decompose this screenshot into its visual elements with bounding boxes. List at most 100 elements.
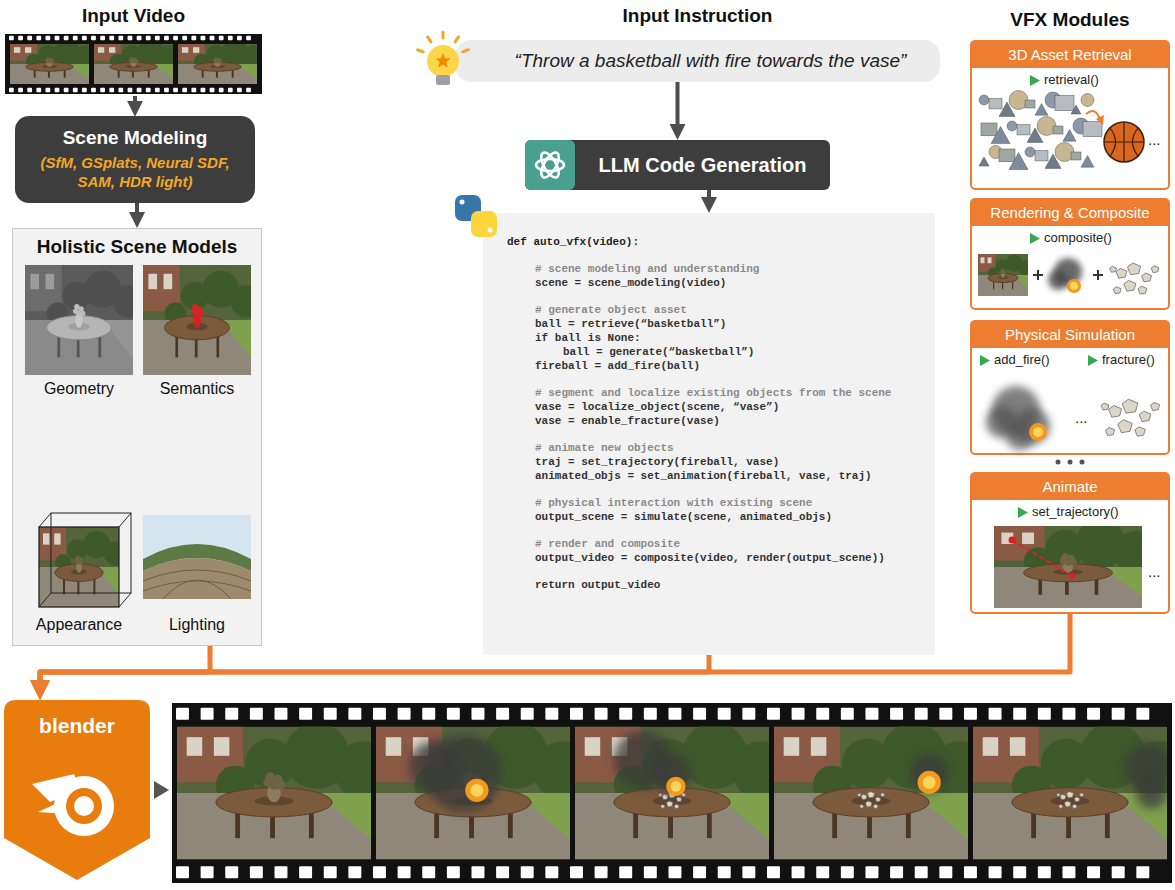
asset-thumb (979, 157, 989, 166)
asset-thumb (1009, 91, 1028, 110)
smoke (1048, 270, 1068, 290)
scene-frame (978, 254, 1028, 296)
illustration-shape (98, 47, 104, 53)
sprocket-hole (55, 36, 60, 40)
illustration-shape (74, 45, 89, 69)
sprocket-hole (939, 866, 952, 878)
debris-piece (860, 805, 864, 809)
module-box: Animateset_trajectory()... (970, 472, 1170, 614)
debris-piece (1118, 420, 1132, 433)
panorama-band (143, 570, 251, 581)
sprocket-hole (447, 866, 460, 878)
sprocket-hole (118, 36, 123, 40)
illustration-shape (666, 777, 685, 796)
illustration-shape (26, 62, 73, 71)
illustration-shape (1006, 255, 1023, 272)
illustration-shape (64, 67, 66, 77)
smoke (986, 406, 1018, 438)
sprocket-hole (841, 708, 854, 720)
debris-piece (1109, 406, 1122, 418)
illustration-shape (216, 67, 218, 77)
smoke (1054, 258, 1082, 286)
illustration-shape (47, 316, 112, 340)
illustration-shape (1004, 271, 1007, 274)
asset-thumb (1025, 100, 1035, 108)
illustration-shape (196, 306, 201, 311)
illustration-shape (164, 274, 173, 289)
illustration-shape (25, 265, 133, 375)
illustration-shape (10, 64, 89, 84)
sprocket-hole (219, 36, 224, 40)
debris-piece (1127, 263, 1140, 275)
illustration-shape (50, 60, 54, 64)
illustration-shape (103, 320, 133, 359)
sprocket-hole (496, 708, 509, 720)
continuation-dot (1068, 460, 1073, 465)
sprocket-hole (137, 88, 142, 92)
debris-piece (1150, 403, 1159, 411)
illustration-shape (191, 309, 196, 314)
illustration-shape (134, 60, 138, 64)
illustration-shape (143, 320, 251, 375)
sprocket-hole (210, 36, 215, 40)
sprocket-hole (128, 36, 133, 40)
debris-piece (676, 797, 681, 802)
illustration-shape (1114, 531, 1142, 575)
sprocket-hole (422, 866, 435, 878)
tile-caption: Lighting (143, 615, 251, 635)
illustration-shape (235, 64, 257, 78)
function-name: retrieval() (1030, 72, 1099, 88)
sprocket-hole (1038, 866, 1051, 878)
asset-thumb (1025, 147, 1035, 157)
debris-piece (867, 791, 874, 798)
illustration-shape (193, 47, 199, 53)
bulb-ray (442, 32, 445, 38)
illustration-shape (1002, 278, 1003, 289)
scene-frame (994, 526, 1142, 608)
sprocket-hole (201, 88, 206, 92)
logo-arm (38, 800, 68, 814)
illustration-shape (993, 278, 994, 289)
illustration-shape (39, 527, 119, 607)
panorama-sky (143, 515, 251, 599)
illustration-shape (216, 329, 219, 358)
code-line: ball = generate(“basketball”) (563, 345, 923, 359)
sprocket-hole (246, 88, 251, 92)
cube-edge (39, 513, 51, 527)
illustration-shape (1060, 557, 1067, 564)
illustration-shape (43, 533, 49, 544)
logo-wordmark: blender (4, 700, 150, 738)
bulb-ray (463, 50, 469, 52)
sprocket-hole (792, 708, 805, 720)
sprocket-hole (496, 866, 509, 878)
sprocket-hole (1062, 866, 1075, 878)
illustration-shape (131, 61, 137, 67)
sprocket-hole (91, 36, 96, 40)
sprocket-hole (964, 708, 977, 720)
asset-thumb (1081, 156, 1094, 168)
asset-thumb (1073, 118, 1089, 134)
illustration-shape (178, 44, 205, 61)
cube-edge (119, 513, 131, 527)
debris-piece (1122, 399, 1138, 413)
sprocket-hole (373, 866, 386, 878)
illustration-shape (1000, 270, 1003, 273)
sprocket-hole (55, 88, 60, 92)
column-heading: Input Instruction (415, 4, 940, 28)
output-arrow (154, 781, 169, 799)
sprocket-hole (45, 88, 50, 92)
sprocket-hole (447, 708, 460, 720)
illustration-shape (973, 793, 1167, 859)
illustration-shape (67, 539, 88, 560)
illustration-shape (38, 45, 59, 66)
illustration-shape (97, 567, 119, 595)
illustration-shape (42, 65, 58, 68)
instruction-text: “Throw a basketball with fire towards th… (455, 40, 940, 82)
sprocket-hole (250, 708, 263, 720)
sprocket-hole (18, 36, 23, 40)
instruction: Input Instruction “Throw a basketball wit… (415, 4, 940, 82)
lightbulb-icon (415, 31, 471, 91)
function-name: set_trajectory() (1018, 504, 1119, 520)
sprocket-hole (36, 36, 41, 40)
code-line: fireball = add_fire(ball) (535, 359, 923, 373)
